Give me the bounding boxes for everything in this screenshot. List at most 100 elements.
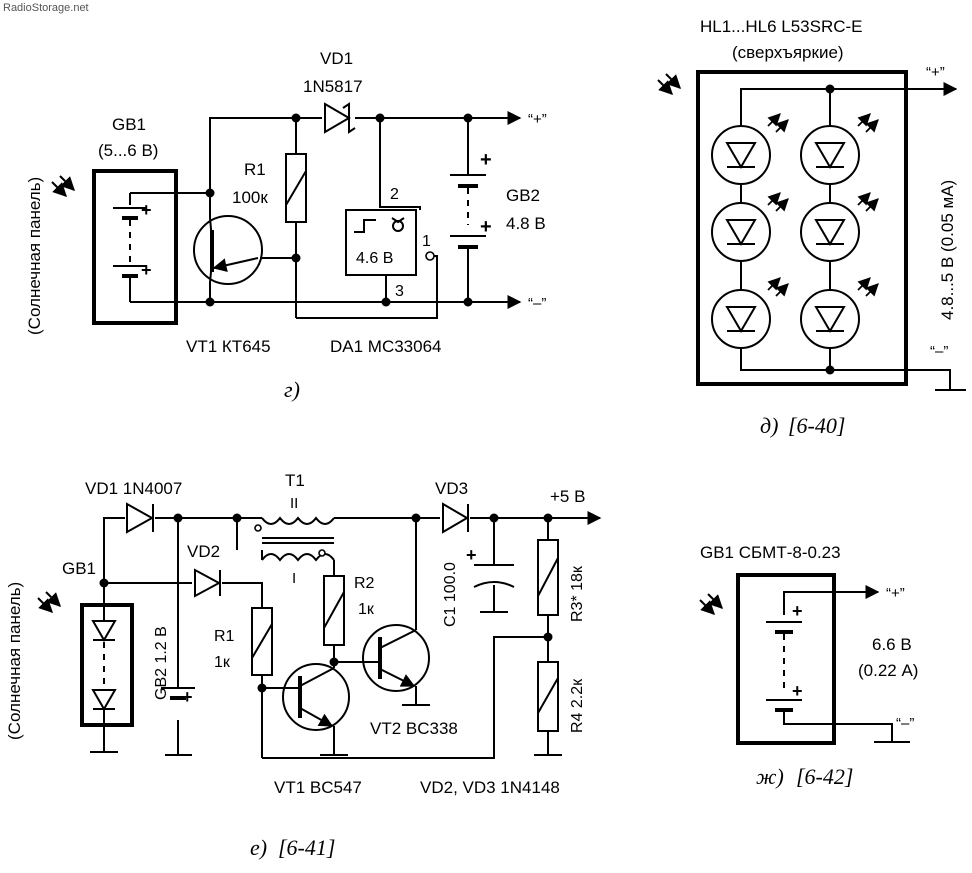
light-rays-icon bbox=[658, 74, 680, 94]
vt1-transistor bbox=[193, 215, 263, 285]
vd2-diode bbox=[194, 568, 222, 598]
vt1-label: VT1 КТ645 bbox=[186, 337, 271, 356]
vd3-name: VD3 bbox=[435, 479, 468, 498]
ref-d: [6-40] bbox=[788, 413, 845, 438]
vd1-label: VD1 1N4007 bbox=[85, 479, 182, 498]
led-hl3 bbox=[711, 289, 771, 349]
r3-label: R3* 18к bbox=[569, 565, 586, 622]
led-hl5 bbox=[800, 202, 860, 262]
ref-e: [6-41] bbox=[278, 835, 335, 860]
watermark: RadioStorage.net bbox=[3, 2, 89, 14]
svg-text:+: + bbox=[480, 149, 492, 171]
led-spec: 4.8...5 В (0.05 мА) bbox=[938, 180, 957, 320]
vd2-name: VD2 bbox=[187, 542, 220, 561]
light-rays-icon bbox=[38, 592, 60, 612]
plus-output-label: “+” bbox=[926, 64, 945, 81]
da1-ic bbox=[345, 209, 417, 276]
plus-output-label: “+” bbox=[886, 585, 905, 602]
da1-label: DA1 MC33064 bbox=[330, 337, 442, 356]
c1-capacitor: + bbox=[466, 545, 515, 588]
t1-transformer bbox=[254, 516, 335, 562]
svg-text:+: + bbox=[792, 601, 803, 621]
vd1-schottky-diode bbox=[324, 102, 356, 134]
minus-output-label: “–” bbox=[528, 295, 546, 312]
solar-panel-label: (Солнечная панель) bbox=[25, 177, 44, 335]
t1-name: T1 bbox=[285, 471, 305, 490]
r2-resistor bbox=[323, 575, 345, 646]
caption-e: е) bbox=[250, 835, 267, 860]
ground-symbols bbox=[90, 611, 562, 756]
diodes-label: VD2, VD3 1N4148 bbox=[420, 778, 560, 797]
r1-resistor bbox=[285, 153, 307, 223]
pin1-label: 1 bbox=[422, 233, 431, 250]
wires-e bbox=[103, 517, 595, 759]
circuit-g: (Солнечная панель) GB1 (5...6 В) + + bbox=[25, 49, 547, 402]
r1-resistor bbox=[251, 607, 273, 676]
vd1-name: VD1 bbox=[320, 49, 353, 68]
svg-text:+: + bbox=[480, 216, 492, 238]
gb1-solar-panel bbox=[80, 603, 134, 727]
da1-threshold: 4.6 В bbox=[356, 250, 393, 267]
t1-winding-2: II bbox=[290, 495, 298, 512]
gb2-voltage: 4.8 В bbox=[506, 214, 546, 233]
svg-text:+: + bbox=[141, 200, 152, 220]
circuit-d: HL1...HL6 L53SRC-E (сверхъяркие) “+” “–”… bbox=[658, 17, 966, 438]
wires-g bbox=[209, 117, 520, 319]
gb1-cells: + + bbox=[113, 192, 210, 303]
led-hl2 bbox=[711, 202, 771, 262]
vt1-label: VT1 BC547 bbox=[274, 778, 362, 797]
gb2-battery: + bbox=[161, 687, 195, 707]
vd3-diode bbox=[442, 502, 469, 534]
r1-value: 100к bbox=[232, 188, 268, 207]
gb1-voltage: (5...6 В) bbox=[98, 141, 158, 160]
ref-zh: [6-42] bbox=[796, 764, 853, 789]
circuit-e: VD1 1N4007 T1 II I VD3 +5 В GB1 VD2 (Сол… bbox=[5, 471, 602, 860]
r2-name: R2 bbox=[354, 575, 375, 592]
output-voltage-label: +5 В bbox=[550, 487, 585, 506]
svg-text:+: + bbox=[141, 260, 152, 280]
gb1-solar-panel bbox=[92, 169, 178, 325]
gb1-name: GB1 bbox=[62, 559, 96, 578]
led-hl1 bbox=[711, 125, 771, 185]
plus-output-label: “+” bbox=[528, 111, 547, 128]
r4-label: R4 2.2к bbox=[569, 678, 586, 733]
caption-d: д) bbox=[760, 413, 778, 438]
led-hl6 bbox=[800, 289, 860, 349]
svg-text:+: + bbox=[466, 545, 477, 565]
caption-zh: ж) bbox=[756, 764, 784, 789]
panel-current: (0.22 А) bbox=[858, 661, 918, 680]
pin3-label: 3 bbox=[395, 283, 404, 300]
gb1-cells bbox=[91, 605, 117, 725]
vd1-type: 1N5817 bbox=[303, 77, 363, 96]
vd1-diode bbox=[126, 502, 155, 534]
light-rays-icon bbox=[52, 176, 74, 196]
wires-d bbox=[740, 88, 966, 391]
c1-label: C1 100.0 bbox=[442, 562, 459, 627]
gb2-name: GB2 bbox=[506, 186, 540, 205]
gb2-battery: + + bbox=[450, 149, 492, 249]
pin2-label: 2 bbox=[390, 186, 399, 203]
r1-name: R1 bbox=[244, 160, 266, 179]
light-rays-icon bbox=[700, 594, 722, 614]
r4-resistor bbox=[537, 661, 559, 732]
vt2-label: VT2 BC338 bbox=[370, 719, 458, 738]
t1-winding-1: I bbox=[292, 570, 296, 587]
gb2-label: GB2 1.2 В bbox=[153, 626, 170, 700]
led-array-title: HL1...HL6 L53SRC-E bbox=[700, 17, 863, 36]
r1-value: 1к bbox=[214, 654, 231, 671]
solar-panel-label: (Солнечная панель) bbox=[5, 582, 24, 740]
led-panel bbox=[696, 70, 908, 386]
circuit-zh: GB1 СБМТ-8-0.23 + + “+” “–” 6.6 В (0.22 … bbox=[700, 543, 918, 789]
gb1-name: GB1 bbox=[112, 115, 146, 134]
caption-g: г) bbox=[284, 377, 300, 402]
svg-text:+: + bbox=[792, 681, 803, 701]
r2-value: 1к bbox=[358, 601, 375, 618]
r1-name: R1 bbox=[214, 628, 235, 645]
vt2-transistor bbox=[358, 624, 430, 692]
gb1-solar-panel bbox=[736, 573, 836, 745]
r3-resistor bbox=[537, 539, 559, 616]
minus-output-label: “–” bbox=[896, 715, 914, 732]
panel-voltage: 6.6 В bbox=[872, 635, 912, 654]
gb1-cells: + + bbox=[766, 591, 910, 743]
